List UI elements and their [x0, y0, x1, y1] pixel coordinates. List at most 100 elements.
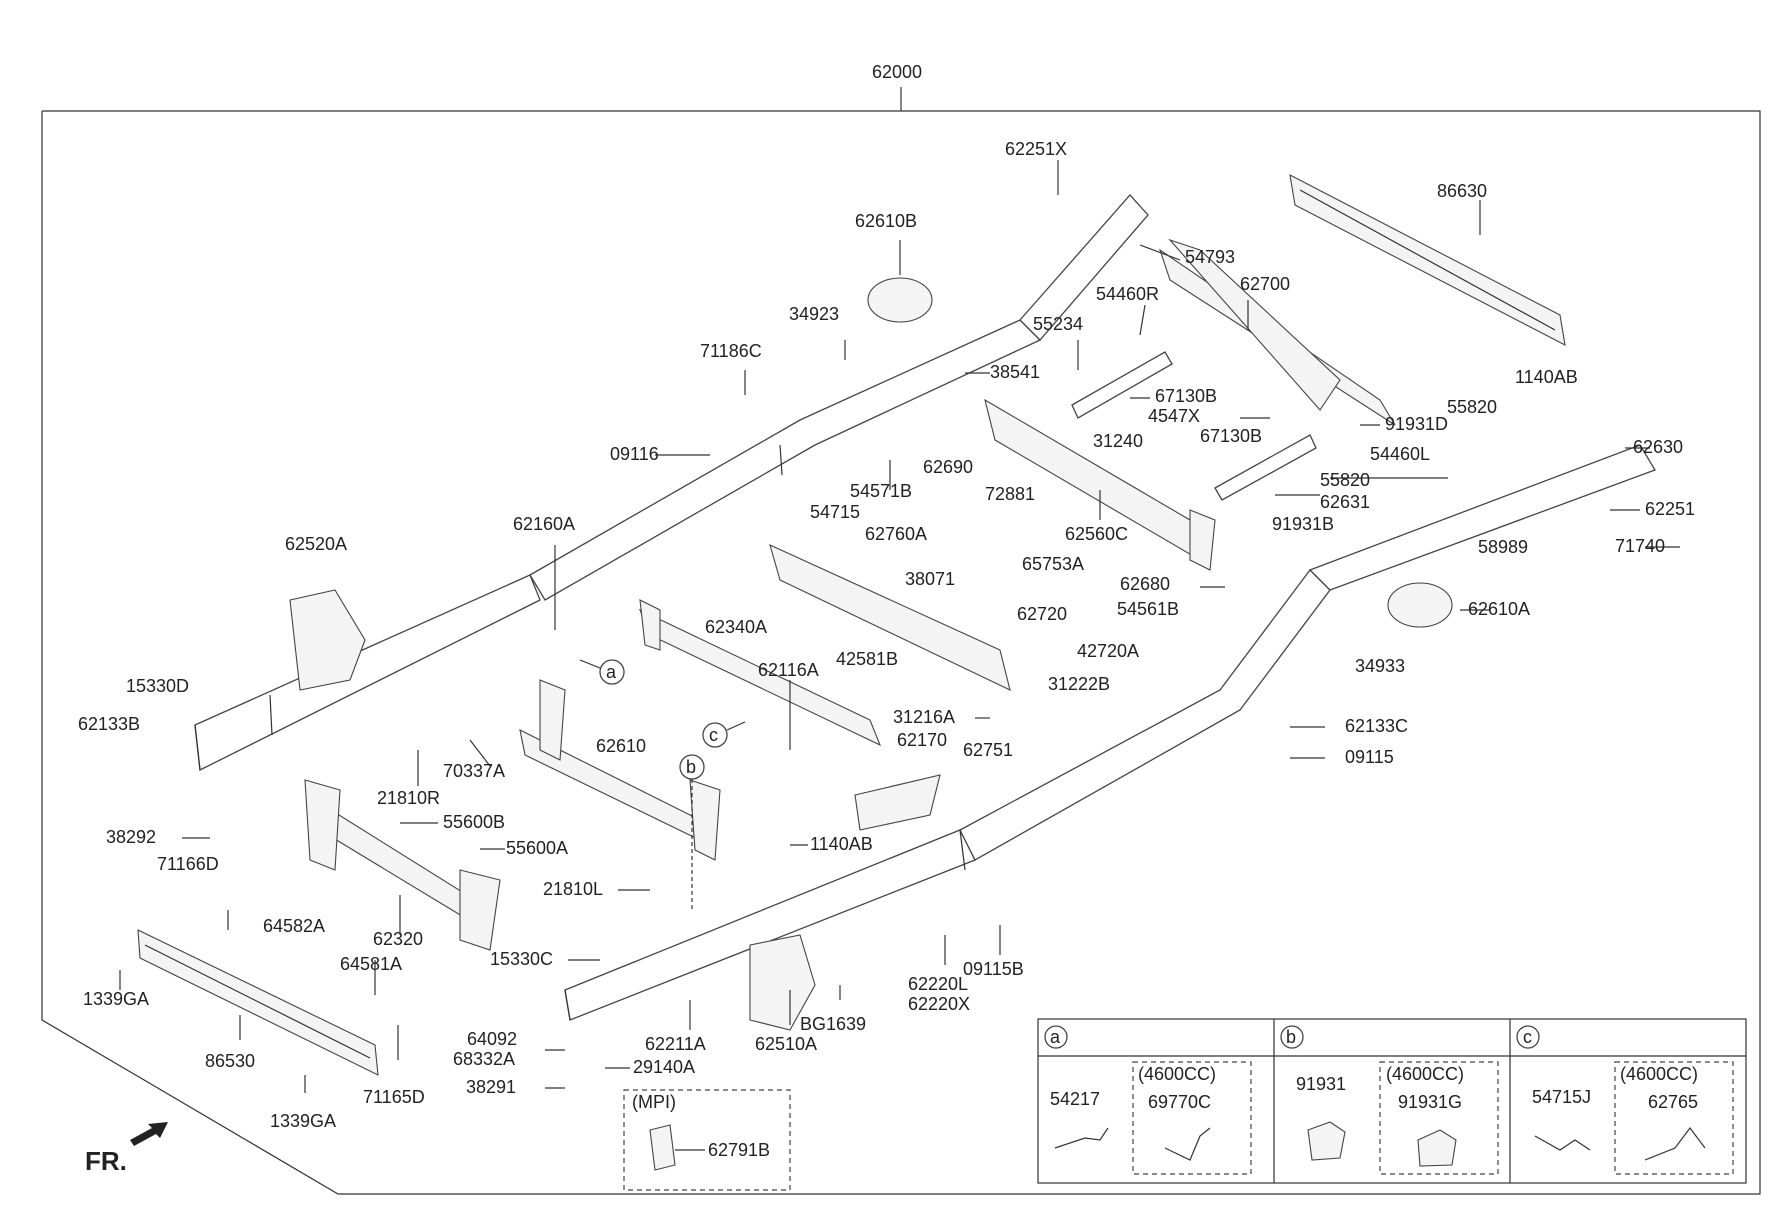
part-label: 55600B: [443, 812, 505, 832]
part-label: 91931B: [1272, 514, 1334, 534]
front-arrow-icon: [130, 1122, 168, 1146]
svg-text:c: c: [1523, 1027, 1532, 1047]
part-label: 67130B: [1155, 386, 1217, 406]
bracket-62610B: [867, 277, 933, 323]
part-label: 72881: [985, 484, 1035, 504]
callout-b: b: [679, 754, 705, 910]
crossmember-62340A: [638, 599, 882, 747]
part-label: 71186C: [700, 341, 762, 361]
bumper-86530: [137, 929, 379, 1076]
legend-variant-label: (4600CC): [1138, 1064, 1216, 1084]
part-label: 4547X: [1148, 406, 1200, 426]
part-label: 62340A: [705, 617, 767, 637]
part-label: 62251: [1645, 499, 1695, 519]
part-label: 64582A: [263, 916, 325, 936]
part-label: 62220L: [908, 974, 968, 994]
part-label: 64581A: [340, 954, 402, 974]
part-label: 38541: [990, 362, 1040, 382]
part-label: 31216A: [893, 707, 955, 727]
legend-col-a: a 54217 (4600CC) 69770C: [1044, 1025, 1252, 1175]
crossmember-62560C: [984, 398, 1216, 571]
part-label: 62251X: [1005, 139, 1067, 159]
legend-variant-part: 69770C: [1148, 1092, 1211, 1112]
legend-col-b: b 91931 (4600CC) 91931G: [1280, 1025, 1499, 1175]
crossmember-62320: [304, 779, 501, 951]
callout-a: a: [579, 659, 625, 685]
part-label: 71165D: [363, 1087, 425, 1107]
part-label: 1339GA: [270, 1111, 336, 1131]
part-label: 54561B: [1117, 599, 1179, 619]
front-indicator: FR.: [85, 1122, 168, 1176]
part-label: 1339GA: [83, 989, 149, 1009]
part-label: 21810R: [377, 788, 440, 808]
part-label: 62211A: [645, 1034, 706, 1054]
part-label: 62116A: [758, 660, 819, 680]
part-label: 62680: [1120, 574, 1170, 594]
callout-c: c: [702, 721, 746, 748]
legend-std-part: 54217: [1050, 1089, 1100, 1109]
part-label: 86530: [205, 1051, 255, 1071]
bracket-62520A: [289, 589, 366, 691]
part-label: 29140A: [633, 1057, 695, 1077]
part-label: 62690: [923, 457, 973, 477]
part-label: 09116: [610, 444, 659, 464]
part-label: 62510A: [755, 1034, 817, 1054]
part-label: 15330D: [126, 676, 189, 696]
part-label: 62700: [1240, 274, 1290, 294]
legend-variant-part: 91931G: [1398, 1092, 1462, 1112]
part-label: 62220X: [908, 994, 970, 1014]
part-label: 62630: [1633, 437, 1683, 457]
bumper-86630: [1289, 174, 1566, 346]
part-label: 62610A: [1468, 599, 1530, 619]
svg-text:FR.: FR.: [85, 1146, 127, 1176]
svg-text:c: c: [709, 725, 718, 745]
part-label: 55600A: [506, 838, 568, 858]
part-label: BG1639: [800, 1014, 866, 1034]
mpi-box: (MPI) 62791B: [623, 1089, 791, 1191]
part-label: 62520A: [285, 534, 347, 554]
legend-table: a 54217 (4600CC) 69770C b 91931 (4600CC)…: [1037, 1018, 1747, 1184]
part-label: 21810L: [543, 879, 603, 899]
part-label: 62160A: [513, 514, 575, 534]
part-label: 65753A: [1022, 554, 1084, 574]
frame-rail-left: [194, 194, 1149, 771]
part-label: 68332A: [453, 1049, 515, 1069]
svg-text:a: a: [1050, 1027, 1061, 1047]
part-label: 62170: [897, 730, 947, 750]
part-label: 64092: [467, 1029, 517, 1049]
part-label: 1140AB: [810, 834, 873, 854]
legend-std-part: 54715J: [1532, 1087, 1591, 1107]
bracket-62610A: [1387, 582, 1453, 628]
part-label: 1140AB: [1515, 367, 1578, 387]
part-label: 31240: [1093, 431, 1143, 451]
part-labels: 62251X 62610B 86630 54793 62700 54460R 5…: [78, 139, 1695, 1131]
legend-variant-label: (4600CC): [1620, 1064, 1698, 1084]
part-label: 86630: [1437, 181, 1487, 201]
crossmember-62700: [1158, 238, 1396, 426]
part-label: 62133B: [78, 714, 140, 734]
part-label: 55820: [1320, 470, 1370, 490]
svg-text:a: a: [606, 662, 617, 682]
part-label: 34923: [789, 304, 839, 324]
part-label: 62720: [1017, 604, 1067, 624]
part-label: 71740: [1615, 536, 1665, 556]
diagram-frame: [41, 87, 1761, 1195]
part-label: 54571B: [850, 481, 912, 501]
mpi-title: (MPI): [632, 1092, 676, 1112]
legend-col-c: c 54715J (4600CC) 62765: [1516, 1025, 1734, 1175]
part-label: 42581B: [836, 649, 898, 669]
part-label: 42720A: [1077, 641, 1139, 661]
part-label: 62560C: [1065, 524, 1128, 544]
part-label: 62610: [596, 736, 646, 756]
legend-variant-label: (4600CC): [1386, 1064, 1464, 1084]
svg-text:b: b: [686, 757, 696, 777]
part-label: 38071: [905, 569, 955, 589]
part-label: 38292: [106, 827, 156, 847]
legend-variant-part: 62765: [1648, 1092, 1698, 1112]
part-label: 55820: [1447, 397, 1497, 417]
bracket-62510A: [749, 934, 816, 1031]
part-label: 62320: [373, 929, 423, 949]
part-label: 91931D: [1385, 414, 1448, 434]
bracket-62170: [854, 774, 941, 831]
